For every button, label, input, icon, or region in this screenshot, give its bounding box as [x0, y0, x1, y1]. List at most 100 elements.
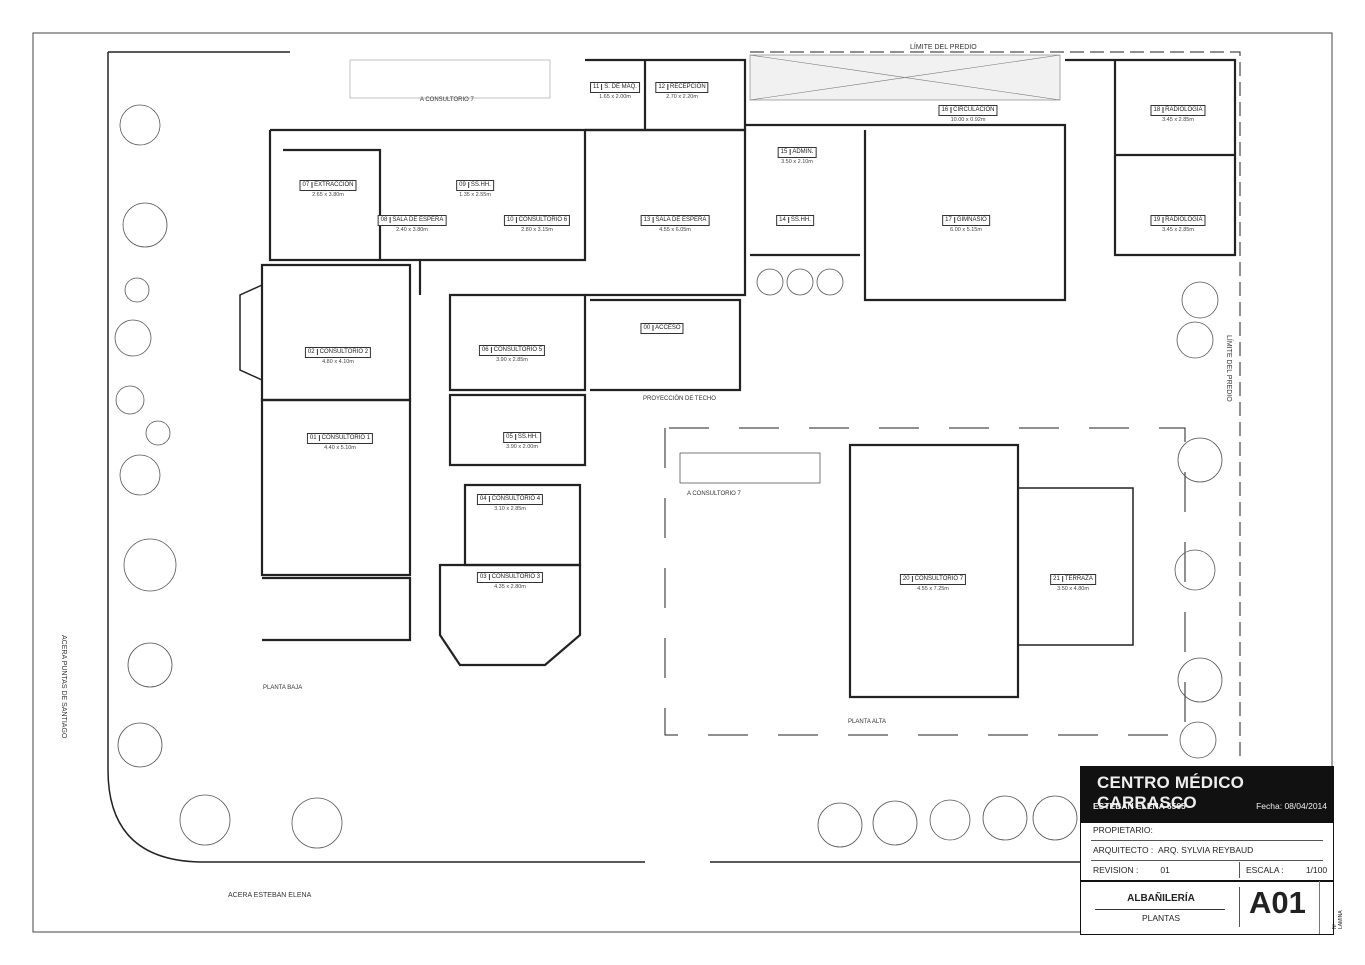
room-dimensions: 3.90 x 2.85m	[496, 357, 528, 363]
roof-projection-label: PROYECCIÓN DE TECHO	[643, 396, 716, 402]
room-name: CONSULTORIO 6	[518, 217, 568, 223]
room-number: 17	[945, 217, 955, 223]
room-number: 04	[479, 496, 490, 502]
room-name: CONSULTORIO 3	[491, 574, 541, 580]
room-dimensions: 3.45 x 2.85m	[1162, 117, 1194, 123]
room-name: TERRAZA	[1064, 576, 1093, 582]
sheet-number: A01	[1249, 885, 1306, 920]
room-number: 01	[309, 435, 320, 441]
room-dimensions: 4.55 x 7.25m	[917, 586, 949, 592]
sheet-number-label: Nº LAMINA	[1332, 910, 1344, 929]
room-name: CONSULTORIO 1	[321, 435, 371, 441]
ground-floor-walls	[260, 58, 1237, 667]
room-dimensions: 3.50 x 2.10m	[781, 159, 813, 165]
room-number: 07	[302, 182, 313, 188]
sidewalk-label: ACERA ESTEBAN ELENA	[228, 892, 312, 899]
room-dimensions: 2.40 x 3.80m	[396, 227, 428, 233]
room-name: SS.HH.	[790, 217, 811, 223]
room-name: SALA DE ESPERA	[655, 217, 707, 223]
room-name: GIMNASIO	[956, 217, 987, 223]
property-limit-label: LÍMITE DEL PREDIO	[1225, 335, 1232, 402]
room-number: 05	[506, 434, 516, 440]
owner-label: PROPIETARIO:	[1093, 825, 1153, 835]
room-dimensions: 4.35 x 2.80m	[494, 584, 526, 590]
room-number: 09	[459, 182, 469, 188]
revision-label: REVISION :	[1093, 865, 1139, 875]
project-date: Fecha: 08/04/2014	[1256, 801, 1327, 811]
title-block-header: CENTRO MÉDICO CARRASCO ESTEBAN ELENA 656…	[1081, 767, 1333, 823]
room-name: SS.HH.	[470, 182, 491, 188]
ground-floor-label: PLANTA BAJA	[263, 685, 303, 691]
room-number: 02	[307, 349, 318, 355]
room-number: 15	[780, 149, 791, 155]
scale-label: ESCALA :	[1246, 865, 1284, 875]
room-number: 00	[643, 325, 654, 331]
room-name: CONSULTORIO 5	[493, 347, 543, 353]
room-name: RADIOLOGÍA	[1165, 217, 1203, 223]
project-title: CENTRO MÉDICO CARRASCO	[1097, 773, 1245, 812]
room-name: RADIOLOGÍA	[1165, 107, 1203, 113]
stair-note: A CONSULTORIO 7	[420, 97, 474, 103]
room-name: CONSULTORIO 7	[914, 576, 964, 582]
room-number: 03	[479, 574, 490, 580]
room-number: 10	[506, 217, 517, 223]
room-dimensions: 4.55 x 6.05m	[659, 227, 691, 233]
room-number: 11	[593, 84, 603, 90]
bay-window	[239, 284, 263, 381]
room-number: 13	[643, 217, 654, 223]
revision-row: REVISION :01	[1093, 865, 1170, 875]
room-number: 18	[1153, 107, 1164, 113]
room-name: SS.HH.	[517, 434, 538, 440]
room-dimensions: 2.65 x 3.80m	[312, 192, 344, 198]
room-name: EXTRACCIÓN	[314, 182, 354, 188]
room-dimensions: 1.65 x 2.00m	[599, 94, 631, 100]
room-number: 12	[658, 84, 669, 90]
architect-label: ARQUITECTO :	[1093, 845, 1154, 855]
discipline-label: ALBAÑILERÍA	[1127, 893, 1195, 904]
room-number: 19	[1153, 217, 1164, 223]
room-name: SALA DE ESPERA	[392, 217, 444, 223]
room-number: 20	[902, 576, 913, 582]
room-name: CONSULTORIO 4	[491, 496, 541, 502]
room-number: 16	[941, 107, 952, 113]
room-number: 21	[1053, 576, 1063, 582]
room-dimensions: 3.50 x 4.80m	[1057, 586, 1089, 592]
stair-note: A CONSULTORIO 7	[687, 491, 741, 497]
room-name: S. DE MÁQ.	[604, 84, 637, 90]
site-boundary	[107, 51, 1241, 863]
property-limit-label: LÍMITE DEL PREDIO	[910, 44, 977, 51]
room-dimensions: 4.40 x 5.10m	[324, 445, 356, 451]
circulation-hatch	[749, 54, 1061, 101]
room-name: ACCESO	[655, 325, 681, 331]
room-dimensions: 6.00 x 5.15m	[950, 227, 982, 233]
architect-row: ARQUITECTO : ARQ. SYLVIA REYBAUD	[1093, 845, 1253, 855]
project-address: ESTEBAN ELENA 6565	[1093, 801, 1186, 811]
upper-floor-outline	[664, 427, 1186, 736]
room-dimensions: 3.45 x 2.85m	[1162, 227, 1194, 233]
room-number: 08	[380, 217, 391, 223]
scale-value: 1/100	[1305, 865, 1328, 875]
room-dimensions: 1.35 x 2.55m	[459, 192, 491, 198]
sheet-border	[32, 32, 1333, 933]
room-name: CIRCULACIÓN	[953, 107, 995, 113]
room-dimensions: 3.90 x 2.00m	[506, 444, 538, 450]
scale-row: ESCALA : 1/100	[1246, 865, 1327, 875]
room-dimensions: 3.10 x 2.85m	[494, 506, 526, 512]
stairs	[349, 59, 821, 484]
sidewalk-label: ACERA PUNTAS DE SANTIAGO	[60, 635, 67, 739]
